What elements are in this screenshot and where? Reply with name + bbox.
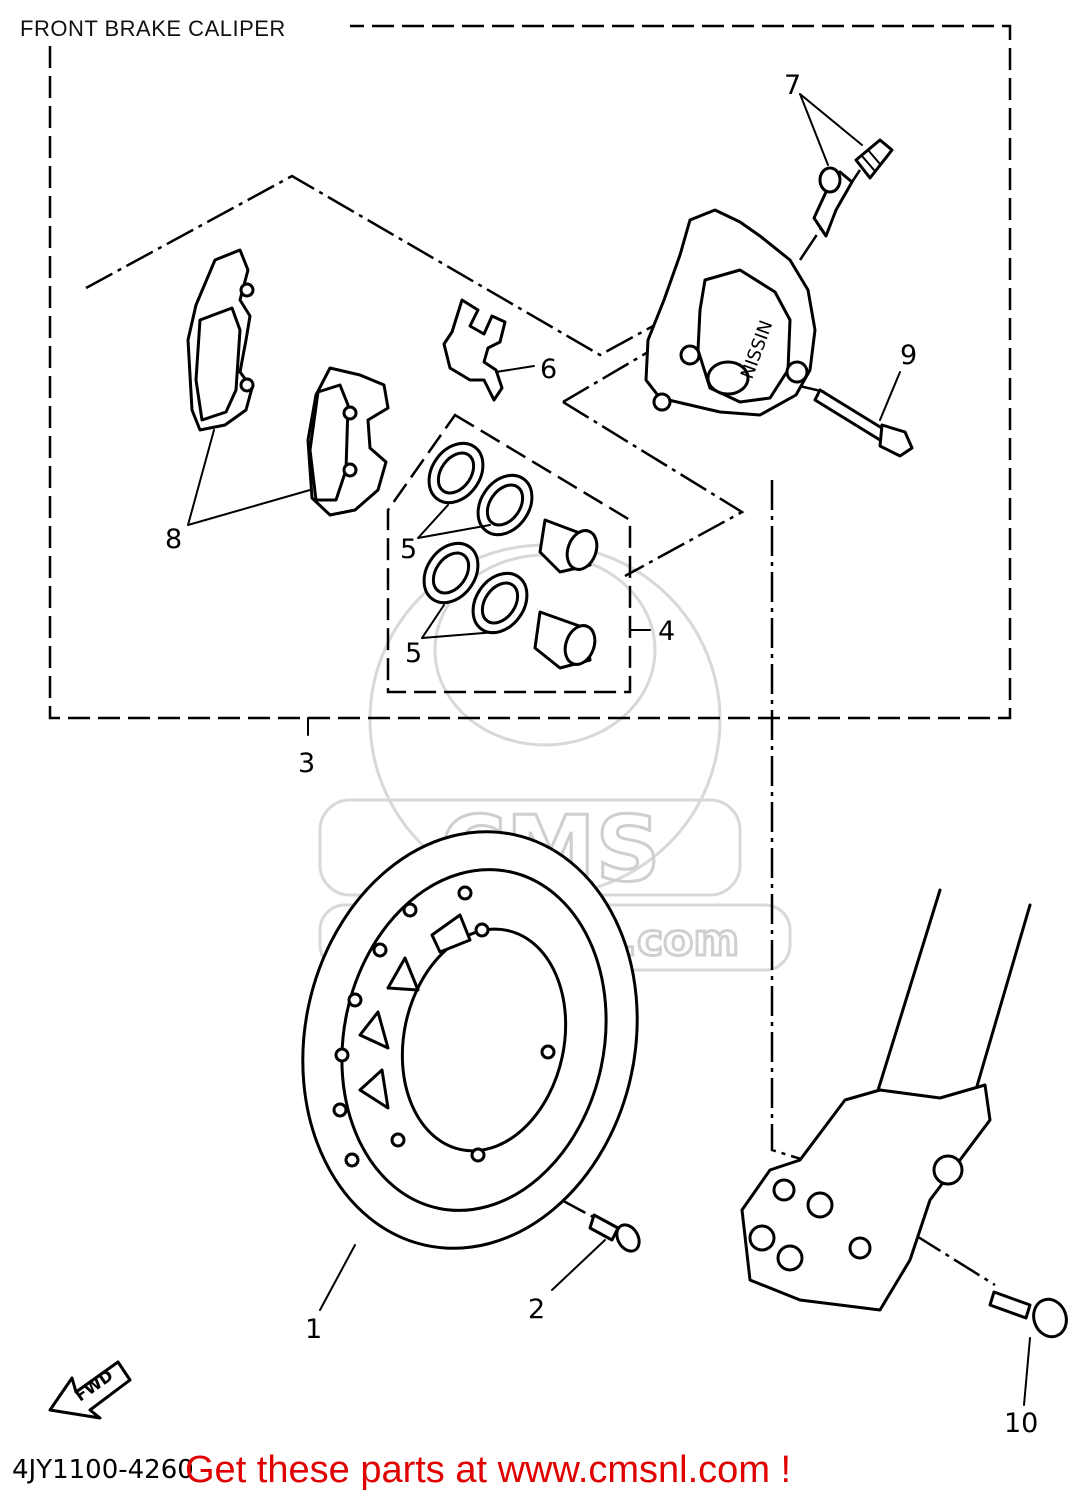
pin-guide-line-2 — [562, 400, 745, 578]
disc-bolt — [588, 1213, 641, 1253]
callout-3: 3 — [298, 748, 315, 779]
piston-seals — [422, 441, 534, 635]
callout-9: 9 — [900, 340, 917, 371]
leader-1 — [319, 1244, 356, 1311]
leader-6 — [495, 365, 535, 373]
brake-disc — [301, 830, 639, 1250]
callout-8: 8 — [165, 524, 182, 555]
callout-2: 2 — [528, 1294, 545, 1325]
pad-spring-clip — [442, 298, 507, 402]
mount-guide-line — [770, 480, 821, 1167]
bolt-guide-line — [914, 1233, 996, 1287]
leader-9 — [879, 371, 901, 421]
brake-pad-inner — [186, 248, 255, 432]
brake-pad-outer — [306, 366, 390, 517]
fwd-arrow: FWD — [48, 1360, 132, 1420]
callout-7: 7 — [784, 70, 801, 101]
callout-1: 1 — [305, 1314, 322, 1345]
callout-10: 10 — [1004, 1408, 1038, 1439]
caliper-body: NISSIN — [644, 208, 817, 417]
pistons — [533, 518, 599, 670]
leader-10 — [1023, 1337, 1031, 1406]
promo-link[interactable]: Get these parts at www.cmsnl.com ! — [185, 1449, 792, 1491]
bleeder-screw — [812, 138, 894, 238]
caliper-bolt — [813, 388, 914, 458]
mount-bolt — [988, 1290, 1068, 1339]
leader-2 — [551, 1239, 606, 1291]
pin-guide-line — [562, 343, 661, 404]
leader-7 — [799, 93, 863, 166]
callout-5b: 5 — [405, 638, 422, 669]
front-fork — [740, 888, 1032, 1312]
callout-5a: 5 — [400, 534, 417, 565]
callout-6: 6 — [540, 354, 557, 385]
leader-8 — [187, 429, 311, 526]
assembly-box-3 — [48, 24, 1012, 720]
diagram-title: FRONT BRAKE CALIPER — [20, 16, 286, 41]
pad-guide-line — [85, 174, 656, 357]
kit-box-4 — [386, 413, 632, 694]
drawing-code: 4JY1100-4260 — [12, 1455, 194, 1485]
callout-4: 4 — [658, 616, 675, 647]
leader-5b — [421, 604, 497, 639]
leader-5a — [417, 504, 491, 539]
